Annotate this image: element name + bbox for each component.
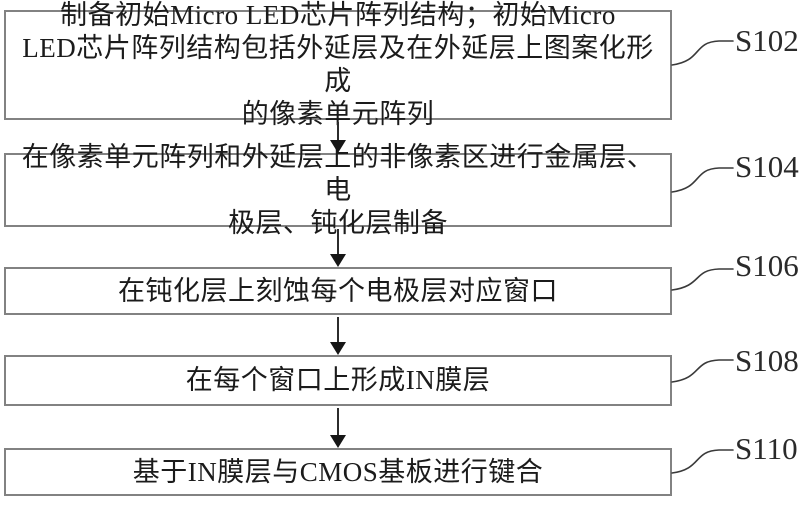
flow-step-box-s106: 在钝化层上刻蚀每个电极层对应窗口 <box>4 267 672 315</box>
connector-s108 <box>671 359 734 383</box>
flow-step-text-s108: 在每个窗口上形成IN膜层 <box>185 365 491 395</box>
arrow-head <box>330 254 346 267</box>
step-label-s110: S110 <box>735 431 798 466</box>
flow-step-box-s102: 制备初始Micro LED芯片阵列结构；初始Micro LED芯片阵列结构包括外… <box>4 0 672 129</box>
flow-step-box-s104: 在像素单元阵列和外延层上的非像素区进行金属层、电 极层、钝化层制备 <box>4 142 672 238</box>
arrow-head <box>330 342 346 355</box>
connector-s110 <box>671 449 734 474</box>
flow-step-text-s106: 在钝化层上刻蚀每个电极层对应窗口 <box>118 275 558 306</box>
arrow-shaft <box>337 317 339 343</box>
step-label-s104: S104 <box>735 149 799 184</box>
step-label-s102: S102 <box>735 23 799 58</box>
arrow-shaft <box>337 229 339 255</box>
step-label-s108: S108 <box>735 343 799 378</box>
arrow-head <box>330 140 346 153</box>
flow-step-box-s108: 在每个窗口上形成IN膜层 <box>4 355 672 406</box>
step-label-s106: S106 <box>735 248 799 283</box>
flow-step-box-s110: 基于IN膜层与CMOS基板进行键合 <box>4 448 672 496</box>
flow-step-text-s102: 制备初始Micro LED芯片阵列结构；初始Micro LED芯片阵列结构包括外… <box>22 0 654 129</box>
connector-s102 <box>671 40 734 66</box>
arrow-shaft <box>337 122 339 141</box>
arrow-shaft <box>337 408 339 436</box>
connector-s104 <box>671 167 734 193</box>
connector-s106 <box>671 268 734 291</box>
flow-step-text-s110: 基于IN膜层与CMOS基板进行键合 <box>132 456 544 487</box>
flow-step-text-s104: 在像素单元阵列和外延层上的非像素区进行金属层、电 极层、钝化层制备 <box>21 141 655 238</box>
arrow-head <box>330 435 346 448</box>
